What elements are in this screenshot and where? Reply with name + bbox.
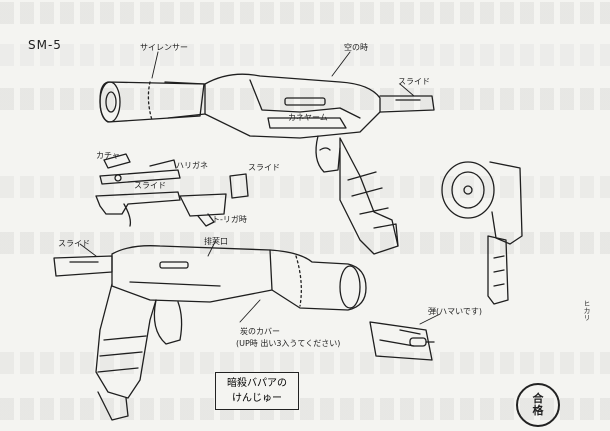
label-ejection: 排莢口 xyxy=(204,237,228,246)
approval-stamp: 合 格 xyxy=(516,383,560,427)
leader-lines xyxy=(79,51,441,325)
parts-sketches xyxy=(95,153,249,227)
label-trigger-note: ト-リガ時 xyxy=(212,215,247,224)
label-slide-top: スライド xyxy=(398,77,430,86)
label-cover-note: (UP時 出い3入うてください) xyxy=(236,339,341,348)
sheet-code: SM-5 xyxy=(28,38,62,52)
label-slide-mid: スライド xyxy=(248,163,280,172)
pistol-bottom-view xyxy=(53,245,367,421)
label-part-note: ハリガネ xyxy=(176,161,208,170)
caption-line-1: 暗殺バパアの xyxy=(227,378,287,389)
caption-line-2: けんじゅー xyxy=(232,393,282,404)
pistol-top-view xyxy=(99,73,435,255)
stamp-char-1: 合 xyxy=(532,392,544,405)
label-slide-bottom: スライド xyxy=(58,239,90,248)
caption-box: 暗殺バパアの けんじゅー xyxy=(215,372,299,410)
label-engraving: カネヤーム xyxy=(288,113,328,122)
label-bullet: 弾(ハマいです) xyxy=(428,307,483,316)
label-slide-part: スライド xyxy=(134,181,166,190)
margin-note: ヒカリ xyxy=(583,300,591,321)
bullet-sketch xyxy=(369,321,435,361)
label-empty-state: 空の時 xyxy=(344,43,368,52)
label-cover: 炭のカバー xyxy=(240,327,280,336)
stamp-char-2: 格 xyxy=(532,404,544,417)
label-silencer: サイレンサー xyxy=(140,43,188,52)
label-hammer: カチャ xyxy=(96,151,120,160)
pistol-end-view xyxy=(441,161,523,305)
